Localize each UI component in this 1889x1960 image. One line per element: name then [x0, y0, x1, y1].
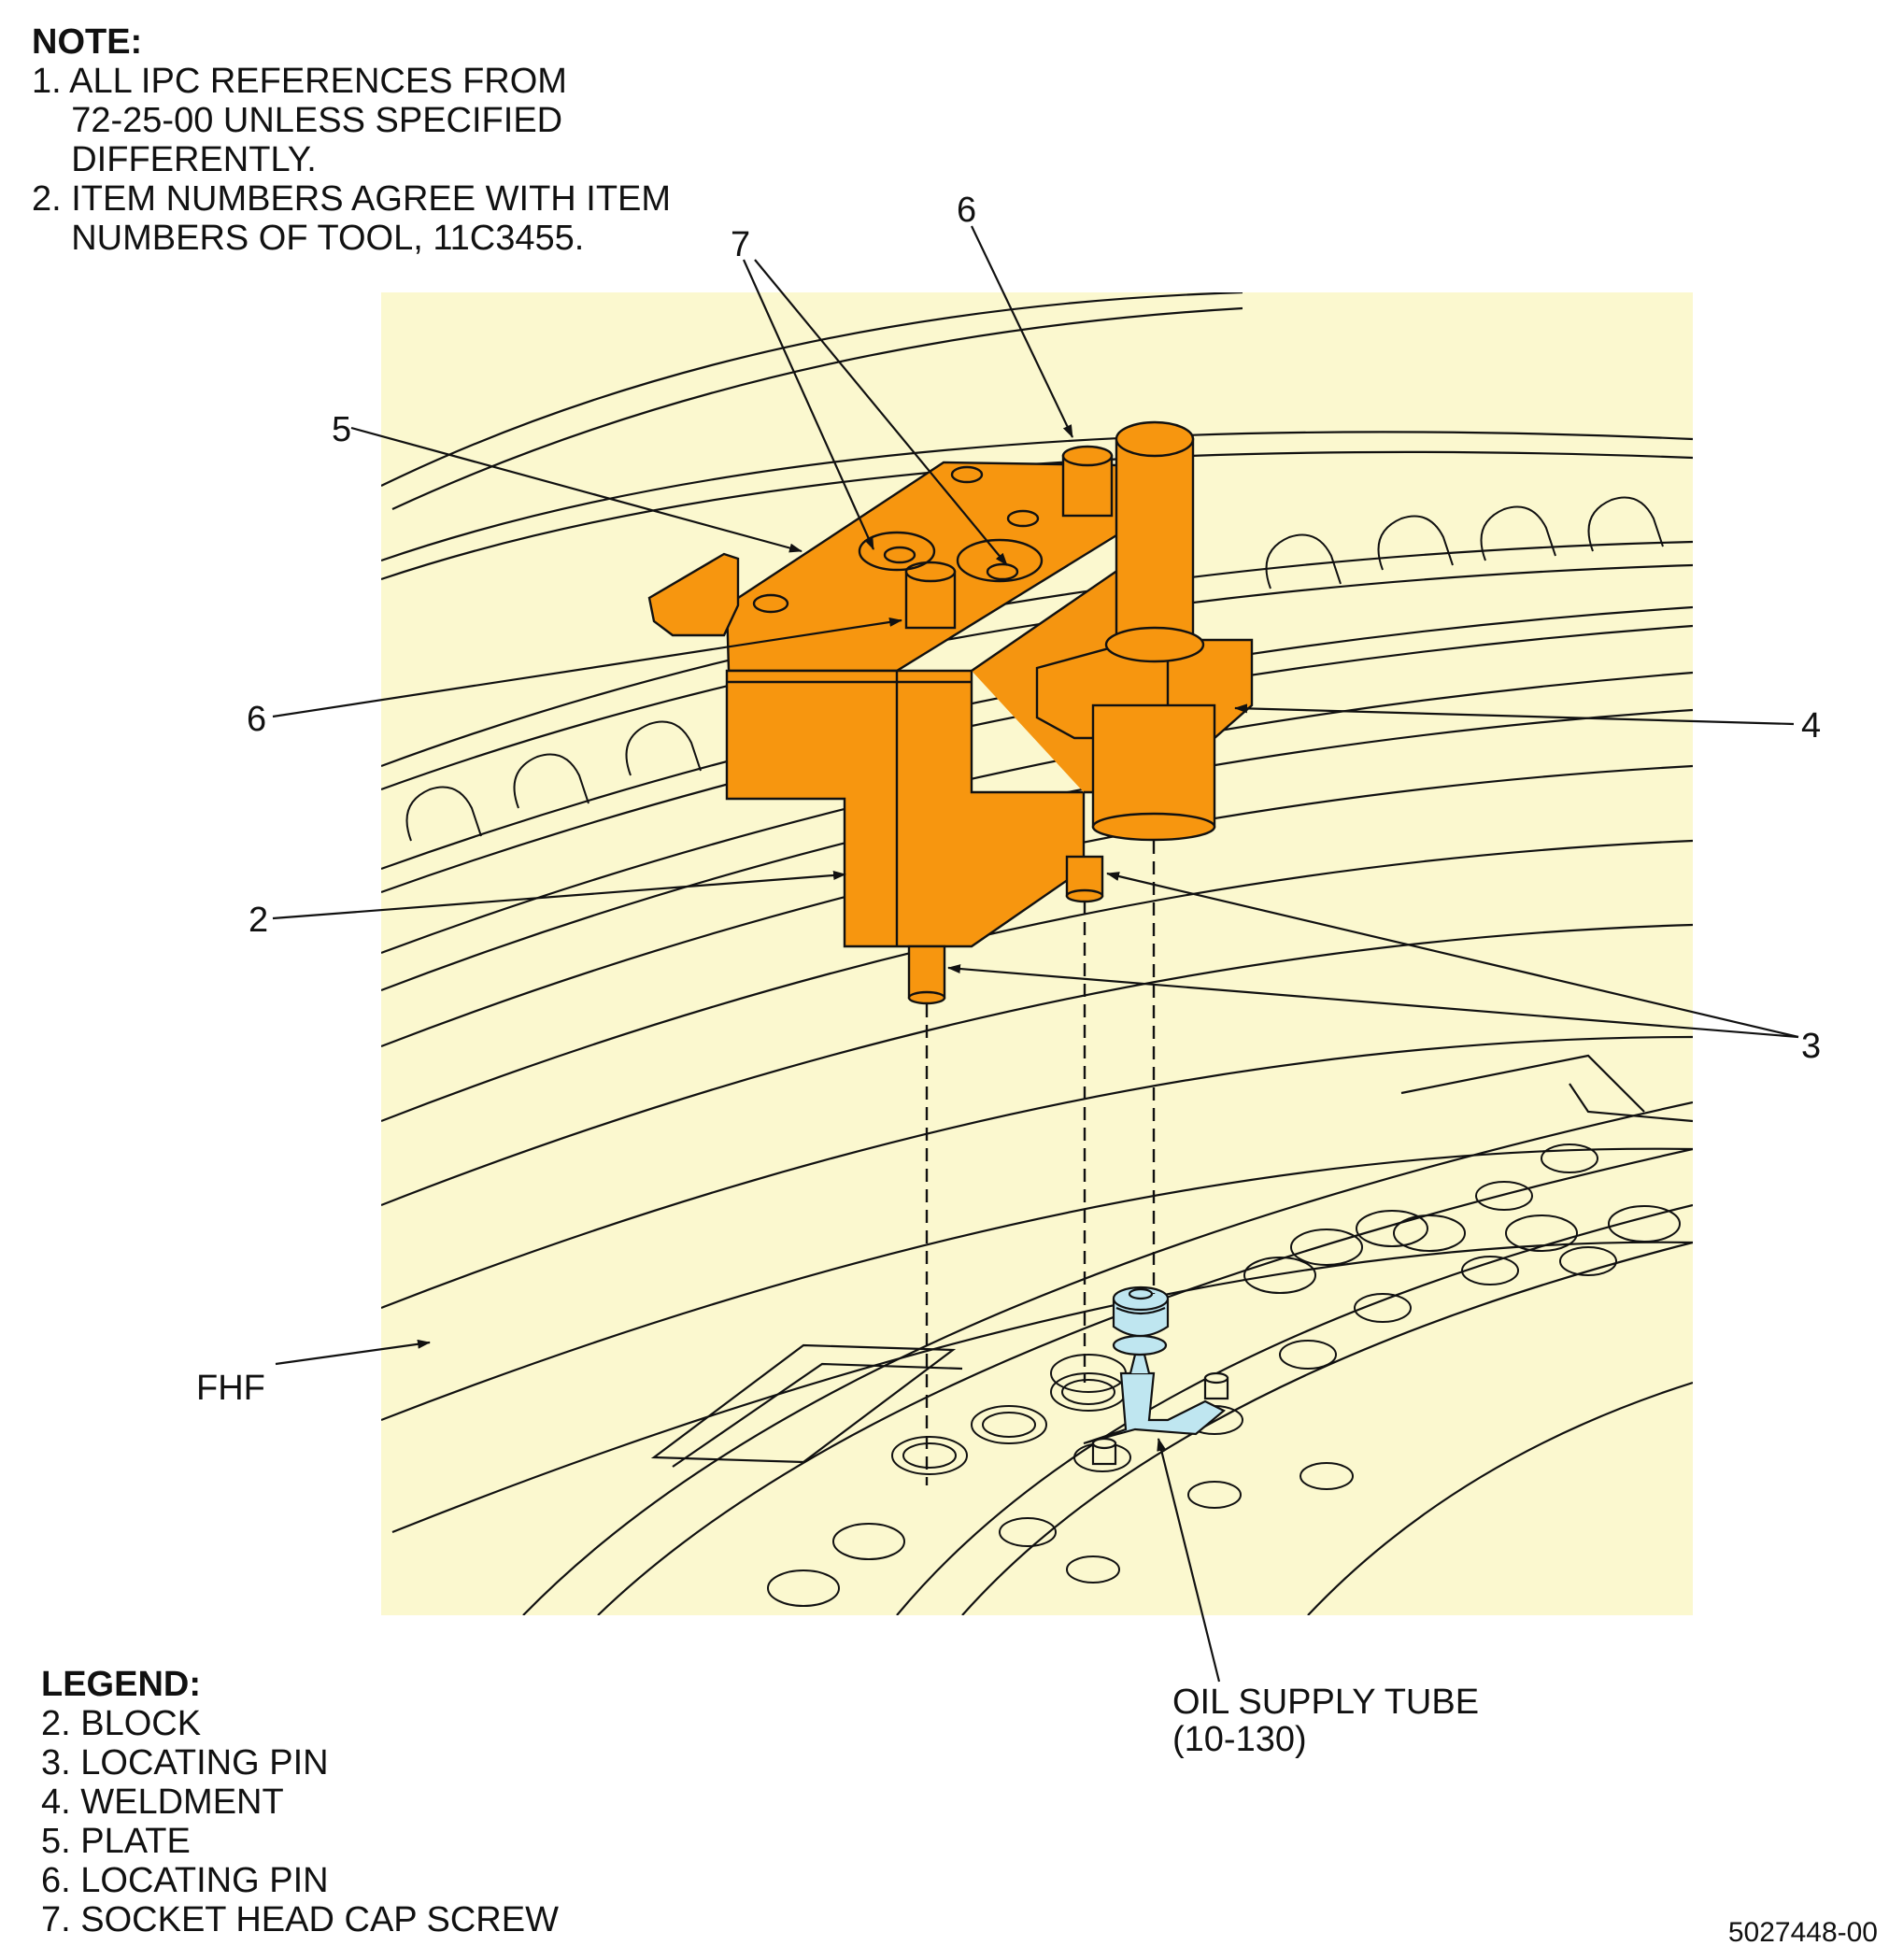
document-number: 5027448-00: [1727, 1917, 1878, 1948]
legend-item: 5. PLATE: [41, 1822, 191, 1861]
socket-head-cap-screws: [752, 465, 1044, 614]
legend-heading: LEGEND:: [41, 1665, 201, 1704]
block: [725, 669, 1086, 948]
notes-block: NOTE: 1. ALL IPC REFERENCES FROM 72-25-0…: [32, 22, 742, 258]
oil-tube-ref: (10-130): [1172, 1720, 1307, 1759]
note-line: NUMBERS OF TOOL, 11C3455.: [32, 219, 585, 258]
oil-tube-label: OIL SUPPLY TUBE: [1172, 1683, 1480, 1722]
alignment-dashed-lines: [925, 841, 1156, 1485]
note-line: 1. ALL IPC REFERENCES FROM: [32, 62, 567, 101]
callout-3: 3: [1801, 1027, 1822, 1066]
legend-item: 2. BLOCK: [41, 1704, 202, 1743]
callout-6-left: 6: [247, 700, 267, 739]
callout-leader-lines: [272, 225, 1799, 1683]
legend-item: 3. LOCATING PIN: [41, 1743, 329, 1782]
legend-item: 7. SOCKET HEAD CAP SCREW: [41, 1900, 559, 1939]
ring-slots: [405, 496, 1664, 842]
legend-block: LEGEND: 2. BLOCK 3. LOCATING PIN 4. WELD…: [41, 1665, 695, 1939]
callout-fhf: FHF: [196, 1369, 265, 1408]
note-line: DIFFERENTLY.: [32, 140, 317, 179]
note-line: 2. ITEM NUMBERS AGREE WITH ITEM: [32, 179, 672, 219]
callout-4: 4: [1801, 706, 1822, 746]
locating-pin-left: [907, 944, 946, 1000]
callout-2: 2: [249, 901, 269, 940]
note-line: 72-25-00 UNLESS SPECIFIED: [32, 101, 563, 140]
legend-item: 4. WELDMENT: [41, 1782, 284, 1822]
callout-oil-supply-tube: OIL SUPPLY TUBE (10-130): [1172, 1683, 1479, 1758]
callout-6-top: 6: [957, 191, 977, 230]
callout-5: 5: [332, 410, 352, 449]
orange-tool-assembly: [647, 420, 1254, 1005]
callout-7: 7: [731, 225, 751, 264]
oil-supply-tube: [1083, 1285, 1229, 1466]
note-heading: NOTE:: [32, 22, 143, 62]
legend-item: 6. LOCATING PIN: [41, 1861, 329, 1900]
